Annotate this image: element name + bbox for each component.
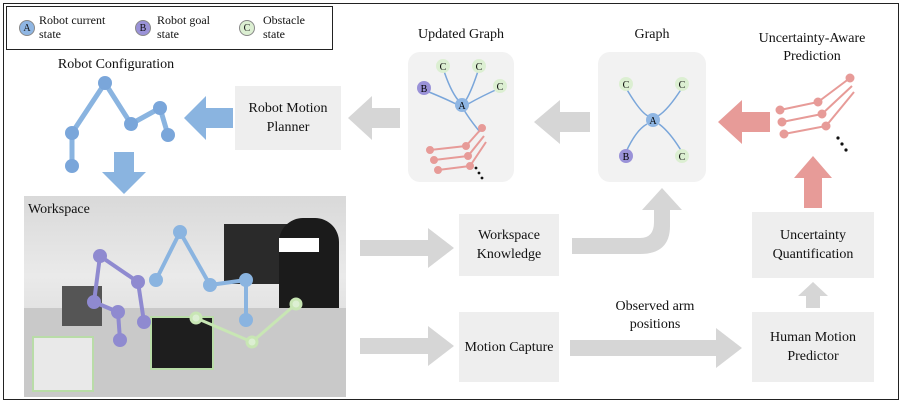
robot-motion-planner-text: Robot Motion Planner <box>248 101 328 135</box>
svg-text:C: C <box>440 62 447 73</box>
legend-c-label: Obstacle state <box>263 13 305 41</box>
arrow-planner-to-config <box>184 96 233 140</box>
workspace-knowledge-box: Workspace Knowledge <box>459 214 559 276</box>
legend-b-label: Robot goal state <box>157 13 210 41</box>
face-blur <box>279 238 319 252</box>
svg-text:C: C <box>476 62 483 73</box>
svg-text:C: C <box>497 82 504 93</box>
arrow-prediction-to-graph <box>718 100 770 144</box>
robot-config-joints <box>65 76 175 173</box>
arrow-graph-to-updated <box>534 100 590 144</box>
arrow-photo-to-capture <box>360 326 454 366</box>
legend-a-dot: A <box>19 20 35 36</box>
motion-capture-box: Motion Capture <box>459 312 559 382</box>
prediction-arms <box>775 73 855 139</box>
legend-a-label: Robot current state <box>39 13 106 41</box>
svg-text:C: C <box>679 80 686 91</box>
toolbox-right <box>150 316 214 370</box>
updated-graph-arms <box>426 124 487 174</box>
prediction-ellipsis <box>836 136 848 152</box>
outer-frame <box>3 3 899 400</box>
arrow-updated-to-planner <box>348 96 400 140</box>
robot-configuration-title: Robot Configuration <box>57 57 175 72</box>
svg-text:B: B <box>623 152 630 163</box>
legend: A Robot current state B Robot goal state… <box>6 6 333 50</box>
graph-edges <box>625 87 683 153</box>
svg-text:B: B <box>421 84 428 95</box>
arrow-config-to-workspace <box>102 152 146 194</box>
photo-robot-blue <box>149 225 253 327</box>
svg-text:A: A <box>649 116 657 127</box>
graph-title: Graph <box>634 27 670 42</box>
updated-graph-title: Updated Graph <box>418 27 504 42</box>
svg-text:C: C <box>679 152 686 163</box>
photo-human-arm <box>189 297 303 349</box>
human-motion-predictor-box: Human Motion Predictor <box>752 312 874 382</box>
arrow-predictor-to-quant <box>798 282 828 308</box>
updated-graph-panel <box>408 52 514 182</box>
uncertainty-quantification-text: Uncertainty Quantification <box>772 228 854 262</box>
uncertainty-quantification-box: Uncertainty Quantification <box>752 212 874 278</box>
svg-text:C: C <box>623 80 630 91</box>
uncertainty-aware-title: Uncertainty-Aware Prediction <box>758 31 866 64</box>
workspace-title: Workspace <box>28 202 90 217</box>
updated-graph-nodes: C C B C A <box>417 59 507 112</box>
svg-text:A: A <box>458 101 466 112</box>
arrow-knowledge-to-graph <box>572 188 682 254</box>
workspace-photo <box>24 196 346 397</box>
photo-robot-purple <box>87 249 151 347</box>
robot-motion-planner-box: Robot Motion Planner <box>235 86 341 150</box>
toolbox-left <box>32 336 94 392</box>
graph-nodes: C C A B C <box>619 77 689 163</box>
observed-arm-label: Observed arm positions <box>615 299 695 332</box>
arrow-capture-to-predictor <box>570 328 742 368</box>
human-motion-predictor-text: Human Motion Predictor <box>770 330 856 364</box>
updated-graph-ellipsis <box>474 166 484 180</box>
arrow-photo-to-knowledge <box>360 228 454 268</box>
arrow-quant-to-prediction <box>794 156 832 208</box>
motion-capture-text: Motion Capture <box>464 339 554 355</box>
legend-b-dot: B <box>135 20 151 36</box>
legend-c-dot: C <box>239 20 255 36</box>
workspace-knowledge-text: Workspace Knowledge <box>476 228 542 262</box>
